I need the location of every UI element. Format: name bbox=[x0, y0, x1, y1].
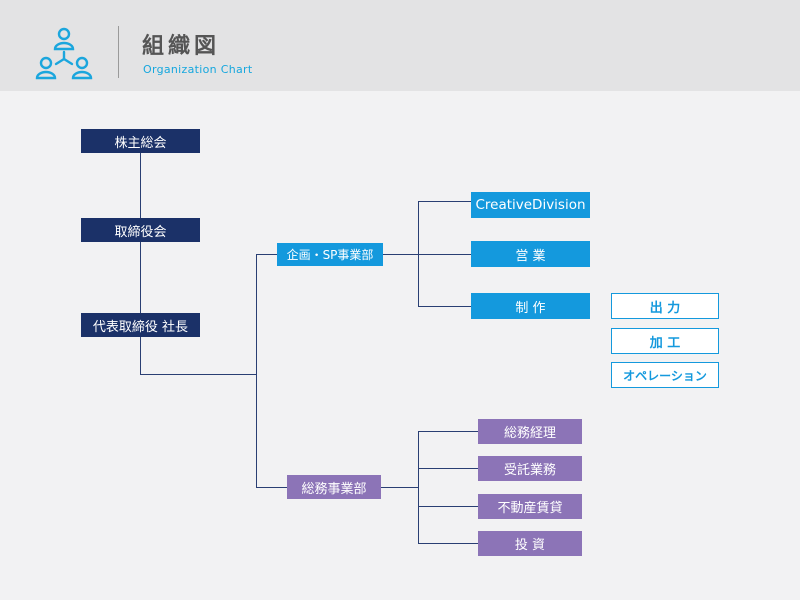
header-bar: 組織図 Organization Chart bbox=[0, 0, 800, 91]
processing-section-box: 加 工 bbox=[611, 328, 719, 354]
investment-box: 投 資 bbox=[478, 531, 582, 556]
page-title: 組織図 bbox=[142, 34, 221, 59]
shareholders-meeting-box: 株主総会 bbox=[81, 129, 200, 153]
operations-section-box: オペレーション bbox=[611, 362, 719, 388]
org-chart-people-icon bbox=[35, 27, 93, 80]
planning-sp-division-box: 企画・SP事業部 bbox=[277, 243, 383, 266]
header-divider bbox=[118, 26, 119, 78]
accounting-box: 総務経理 bbox=[478, 419, 582, 444]
real-estate-leasing-box: 不動産賃貸 bbox=[478, 494, 582, 519]
board-of-directors-box: 取締役会 bbox=[81, 218, 200, 242]
president-box: 代表取締役 社長 bbox=[81, 313, 200, 337]
contract-work-box: 受託業務 bbox=[478, 456, 582, 481]
output-section-box: 出 力 bbox=[611, 293, 719, 319]
page-subtitle: Organization Chart bbox=[143, 63, 253, 76]
general-affairs-division-box: 総務事業部 bbox=[287, 475, 381, 499]
sales-box: 営 業 bbox=[471, 241, 590, 267]
creative-division-box: CreativeDivision bbox=[471, 192, 590, 218]
production-box: 制 作 bbox=[471, 293, 590, 319]
